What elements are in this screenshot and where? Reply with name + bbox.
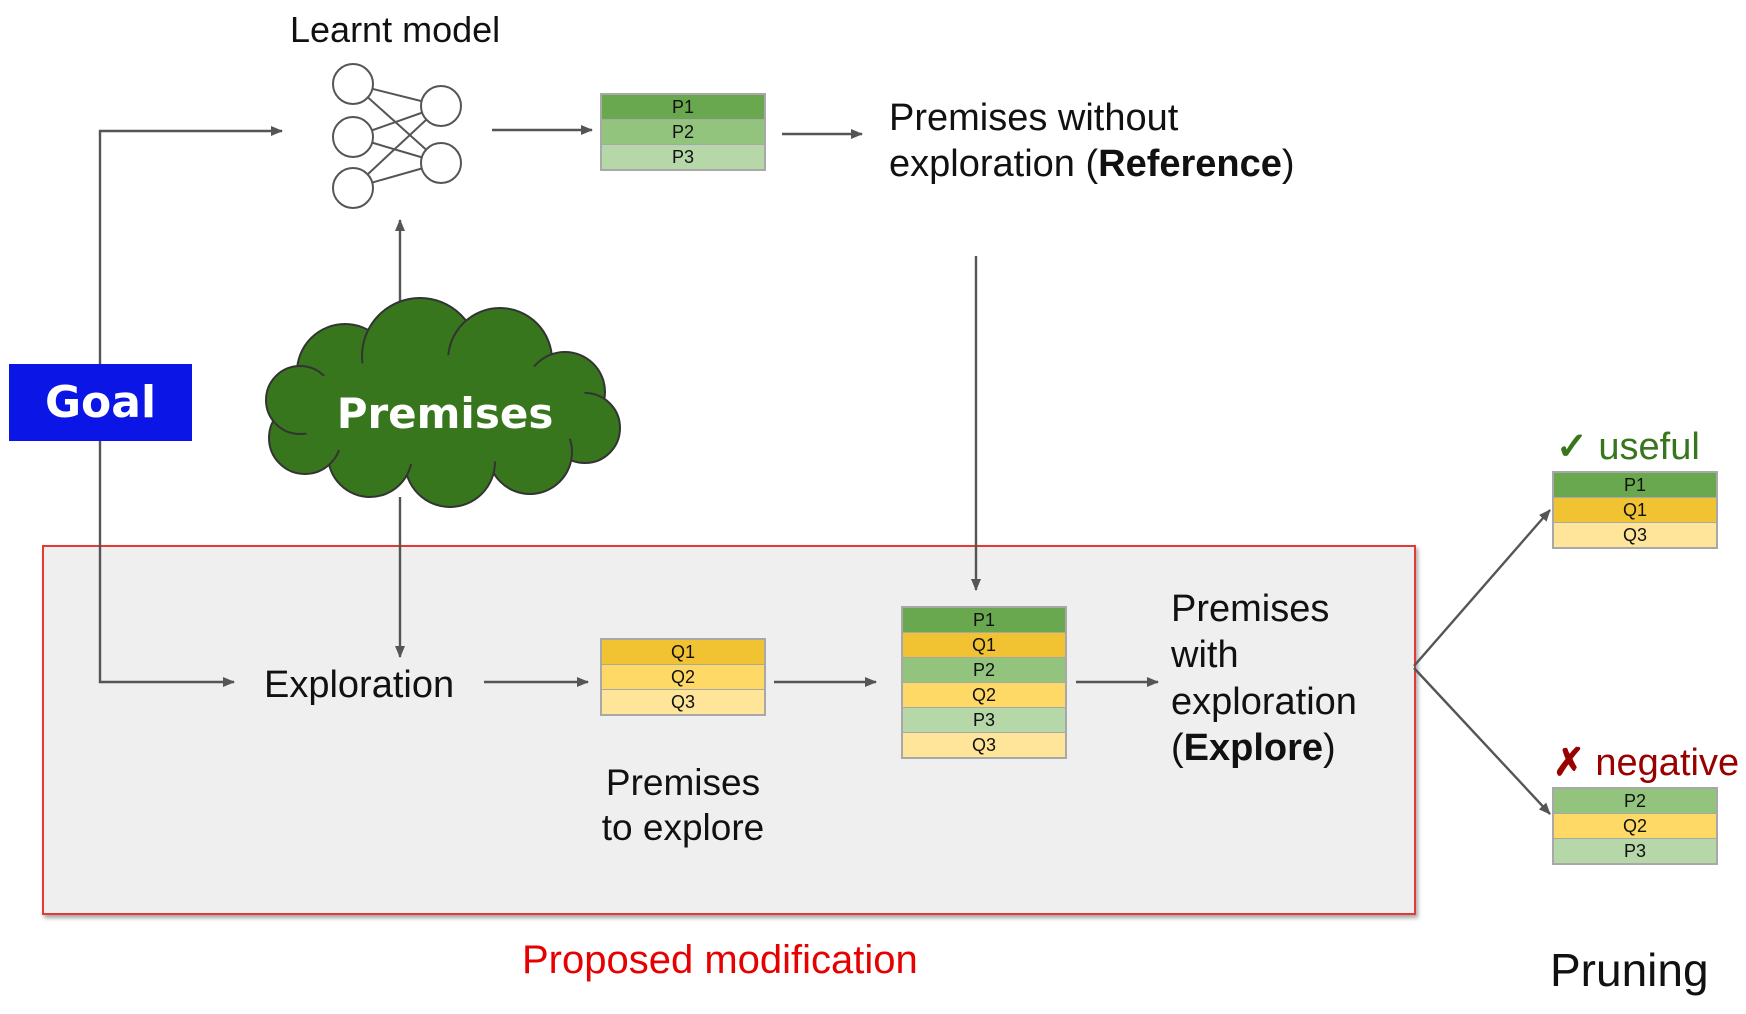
premise-cell: Q1 (1554, 498, 1716, 522)
negative-text: negative (1595, 742, 1740, 784)
edge-to-useful (1413, 509, 1551, 667)
premise-cell: P1 (602, 95, 764, 119)
explore-label: Premises with exploration (Explore) (1171, 586, 1357, 771)
learnt-model-label: Learnt model (290, 9, 501, 50)
reference-label: Premises without exploration (Reference) (889, 95, 1295, 188)
premise-cell: Q3 (1554, 523, 1716, 547)
premise-cell: Q2 (602, 665, 764, 689)
premise-cell: Q3 (903, 733, 1065, 757)
premise-cell: Q1 (602, 640, 764, 664)
exploration-node-label: Exploration (264, 664, 455, 706)
premise-cell: P3 (1554, 839, 1716, 863)
reference-label-line2: exploration (Reference) (889, 143, 1295, 186)
premises-node-label: Premises (336, 389, 554, 438)
goal-label: Goal (44, 377, 157, 428)
edge-goal-to-exploration (98, 438, 235, 687)
to-explore-line2: to explore (601, 807, 765, 849)
premises-to-explore-label: Premises to explore (600, 760, 766, 850)
explore-line3: exploration (1171, 680, 1357, 723)
proposed-modification-caption: Proposed modification (522, 938, 918, 982)
premise-cell: Q3 (602, 690, 764, 714)
explore-line1: Premises (1171, 588, 1330, 630)
explore-line4: (Explore) (1171, 727, 1336, 770)
premise-cell: P2 (602, 120, 764, 144)
cross-icon: ✗ (1553, 742, 1585, 784)
to-explore-line1: Premises (605, 762, 761, 803)
premise-cell: P1 (1554, 473, 1716, 497)
edge-to-negative (1413, 667, 1551, 815)
reference-bold: Reference (1098, 143, 1282, 186)
explore-bold: Explore (1183, 727, 1324, 770)
pruning-caption: Pruning (1550, 944, 1709, 996)
useful-label: ✓ useful (1556, 424, 1700, 470)
explore-line2: with (1171, 634, 1239, 677)
useful-text: useful (1598, 426, 1700, 468)
negative-label: ✗ negative (1553, 740, 1739, 786)
premise-cell: P3 (903, 708, 1065, 732)
check-icon: ✓ (1556, 426, 1588, 468)
premise-cell: P2 (1554, 789, 1716, 813)
premise-cell: Q2 (1554, 814, 1716, 838)
reference-label-line1: Premises without (889, 97, 1179, 139)
neural-network-icon (332, 63, 462, 209)
proposed-modification-region (42, 545, 1416, 915)
premise-cell: P3 (602, 145, 764, 169)
premise-cell: P2 (903, 658, 1065, 682)
goal-node: Goal (9, 364, 192, 441)
edge-goal-to-model (98, 126, 283, 365)
premise-cell: Q1 (903, 633, 1065, 657)
premise-cell: Q2 (903, 683, 1065, 707)
premise-cell: P1 (903, 608, 1065, 632)
